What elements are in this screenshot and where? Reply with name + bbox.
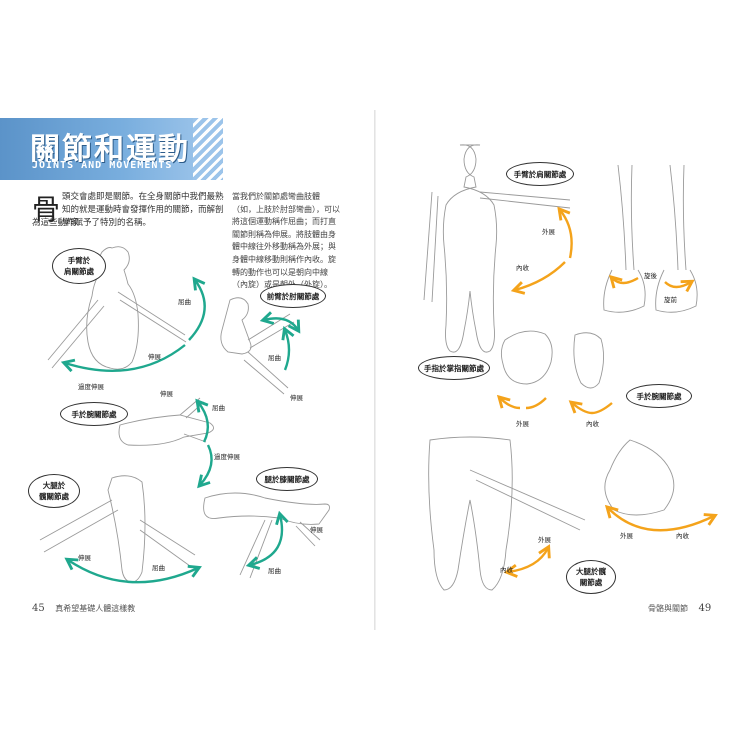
label-pronation: 旋前 [664,296,677,304]
label-hyperextension-wrist: 過度伸展 [214,453,240,461]
bubble-hip-right: 大腿於髖關節處 [566,560,616,594]
intro-text-2: 為這些動作賦予了特別的名稱。 [32,218,152,228]
body-sketches [39,144,698,591]
intro-text-1: 頭交會處即是關節。在全身關節中我們最熟知的就是運動時會發揮作用的關節，而解剖學家 [62,192,224,228]
label-extension-elbow: 伸展 [290,394,303,402]
label-flexion-hip: 屈曲 [152,564,165,572]
label-extension-hip: 伸展 [78,554,91,562]
title-banner [0,118,223,180]
label-abduction-hip: 外展 [538,536,551,544]
label-extension-shoulder: 伸展 [148,353,161,361]
orange-arrows [500,206,718,578]
label-flexion-knee: 屈曲 [268,567,281,575]
label-adduction-fingers: 內收 [586,420,599,428]
footer-left: 45 真希望基礎人體這樣教 [32,603,135,614]
page-number-right: 49 [698,603,712,614]
label-abduction-shoulder: 外展 [542,228,555,236]
footer-text-left: 真希望基礎人體這樣教 [55,604,136,613]
label-flexion-elbow: 屈曲 [268,354,281,362]
bubble-shoulder-left: 手臂於肩關節處 [52,248,106,284]
label-adduction-wrist: 內收 [676,532,689,540]
label-adduction-hip: 內收 [500,566,513,574]
label-flexion-shoulder: 屈曲 [178,298,191,306]
bubble-elbow: 前臂於肘關節處 [260,284,326,308]
label-abduction-wrist: 外展 [620,532,633,540]
bubble-wrist-left: 手於腕關節處 [60,402,128,426]
teal-arrows [60,276,301,584]
label-flexion-wrist: 屈曲 [212,404,225,412]
bubble-shoulder-right: 手臂於肩關節處 [506,162,574,186]
label-extension-wrist: 伸展 [160,390,173,398]
bubble-hip-left: 大腿於髖關節處 [28,474,80,508]
drop-cap: 骨 [32,193,61,226]
bubble-knee: 腿於膝關節處 [256,467,318,491]
label-adduction-shoulder: 內收 [516,264,529,272]
label-extension-knee: 伸展 [310,526,323,534]
book-gutter [374,110,376,630]
page-title: 關節和運動 [30,132,190,167]
label-hyperextension-shoulder: 過度伸展 [78,383,104,391]
page-number-left: 45 [32,603,45,614]
bubble-wrist-right: 手於腕關節處 [626,384,692,408]
bubble-fingers: 手指於掌指關節處 [418,356,490,380]
footer-right: 骨骼與關節 49 [648,603,711,614]
page-subtitle: JOINTS AND MOVEMENTS [32,160,173,171]
label-rotation: 旋後 [644,272,657,280]
footer-text-right: 骨骼與關節 [648,604,688,613]
label-abduction-fingers: 外展 [516,420,529,428]
